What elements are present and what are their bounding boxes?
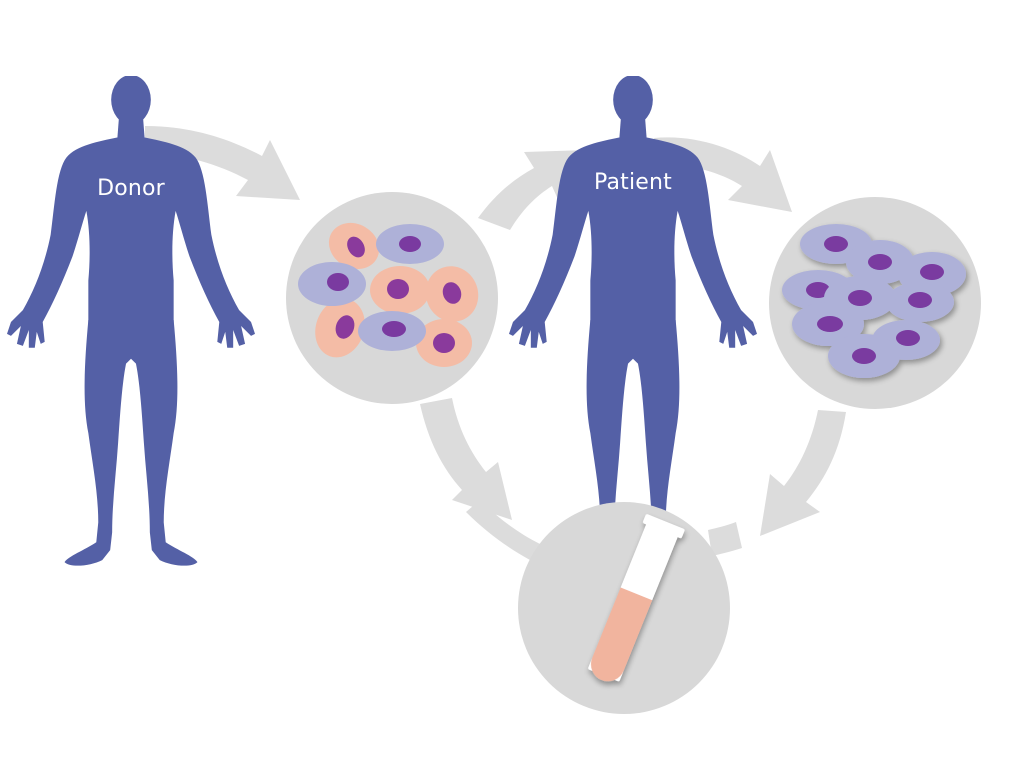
donor-cells-circle	[286, 192, 498, 404]
patient-label: Patient	[593, 170, 673, 195]
test-tube-circle	[518, 502, 730, 714]
patient-cells-circle	[769, 197, 981, 409]
lavender-cells-icon	[782, 224, 966, 378]
test-tube-icon	[588, 514, 685, 682]
cycle-arrow-top-left	[478, 150, 588, 230]
cycle-arrow-bottom-right	[708, 522, 742, 556]
mixed-cells-icon	[298, 222, 479, 367]
cycle-arrow-left	[420, 398, 512, 520]
cycle-arrow-right	[760, 410, 846, 536]
cycle-arrow-bottom-left	[466, 500, 540, 560]
donor-arrow	[145, 126, 300, 200]
donor-label: Donor	[97, 176, 165, 201]
